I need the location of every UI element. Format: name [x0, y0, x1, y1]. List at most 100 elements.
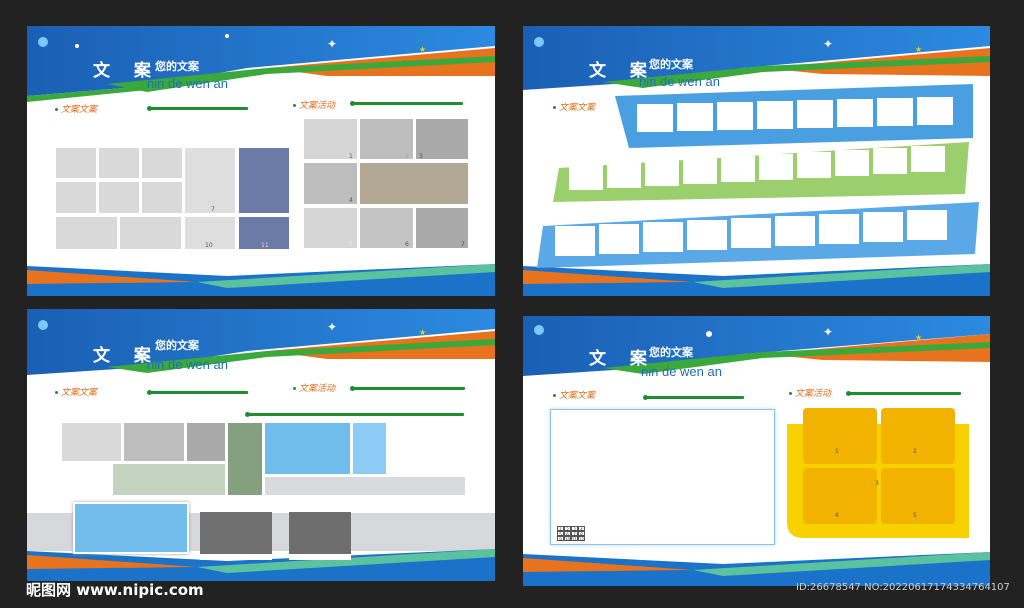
photo-slot: [304, 163, 357, 204]
panel-2-subtitle: 您的文案: [649, 58, 693, 71]
film-frame: [797, 100, 833, 128]
photo-slot: [881, 408, 955, 464]
mini-grid-cell: 2: [564, 526, 571, 532]
image-id: ID:26678547 NO:20220617174334764107: [796, 582, 1010, 593]
photo-slot: [304, 208, 357, 248]
photo-slot: [124, 423, 184, 461]
svg-text:✦: ✦: [327, 37, 337, 51]
panel-3-green-line-left: [147, 390, 248, 395]
photo-slot: [99, 148, 139, 178]
svg-text:★: ★: [915, 333, 922, 342]
svg-text:✦: ✦: [823, 325, 833, 339]
panel-3-green-line-center: [245, 412, 464, 417]
mini-grid-cell: 12: [578, 536, 585, 542]
panel-2-label-left: 文案文案: [553, 100, 595, 113]
film-frame: [757, 101, 793, 129]
slot-number: 3: [875, 480, 879, 487]
film-frame: [835, 150, 869, 176]
film-frame: [687, 220, 727, 250]
mini-grid-cell: 7: [571, 531, 578, 537]
photo-slot: [56, 148, 96, 178]
panel-4-subtitle: 您的文案: [649, 346, 693, 359]
large-text-area: 1 2 3 4 5 6 7 8 9 10 11 12: [550, 409, 775, 545]
panel-1-subtitle: 您的文案: [155, 60, 199, 73]
slot-number: 1: [835, 448, 839, 455]
photo-slot: [803, 468, 877, 524]
film-frame: [643, 222, 683, 252]
film-frame: [717, 102, 753, 130]
slot-number: 4: [349, 197, 353, 204]
photo-slot: [200, 506, 272, 560]
panel-2: ✦ ★ 文 案 您的文案 nin de wen an 文案文案: [523, 26, 990, 296]
photo-slot: [360, 208, 413, 248]
panel-4-title: 文 案: [589, 349, 656, 369]
film-frame: [837, 99, 873, 127]
mini-grid-cell: 1: [557, 526, 564, 532]
panel-4-label-right-text: 文案活动: [795, 389, 832, 399]
panel-2-pinyin: nin de wen an: [639, 74, 720, 89]
photo-slot: [142, 148, 182, 178]
mini-grid-cell: 5: [557, 531, 564, 537]
panel-4-label-left-text: 文案文案: [559, 391, 596, 401]
panel-1-label-left-text: 文案文案: [61, 105, 98, 115]
slot-number: 1: [349, 153, 353, 160]
panel-1-green-line-right: [350, 101, 463, 106]
panel-4-label-right: 文案活动: [789, 386, 831, 399]
photo-slot: [360, 119, 413, 159]
panel-1-green-line-left: [147, 106, 248, 111]
film-frame: [797, 152, 831, 178]
svg-text:★: ★: [915, 45, 922, 54]
mini-grid-cell: 10: [564, 536, 571, 542]
photo-slot: [56, 182, 96, 213]
panel-1-title: 文 案: [93, 61, 160, 81]
panel-3-label-right-text: 文案活动: [299, 384, 336, 394]
film-frame: [775, 216, 815, 246]
photo-slot: [99, 182, 139, 213]
film-frame: [759, 154, 793, 180]
mini-grid-cell: 3: [571, 526, 578, 532]
panel-2-title: 文 案: [589, 61, 656, 81]
mini-grid-cell: 6: [564, 531, 571, 537]
photo-slot: [62, 423, 121, 461]
panel-1-label-right: 文案活动: [293, 98, 335, 111]
photo-slot: [239, 217, 289, 249]
film-frame: [877, 98, 913, 126]
slot-number: 4: [835, 512, 839, 519]
slot-number: 6: [405, 241, 409, 248]
photo-slot: [304, 119, 357, 159]
panel-1-label-right-text: 文案活动: [299, 101, 336, 111]
panel-3-subtitle: 您的文案: [155, 339, 199, 352]
photo-slot: [142, 182, 182, 213]
photo-slot: [228, 423, 262, 495]
panel-1-pinyin: nin de wen an: [147, 76, 228, 91]
photo-slot: [239, 148, 289, 213]
slot-number: 10: [205, 242, 213, 249]
photo-slot: [185, 217, 235, 249]
photo-slot: [185, 148, 235, 213]
panel-3-pinyin: nin de wen an: [147, 357, 228, 372]
panel-3-label-right: 文案活动: [293, 381, 335, 394]
panel-1-header-background: ✦ ★: [27, 26, 495, 296]
slot-number: 11: [261, 242, 269, 249]
panel-4-label-left: 文案文案: [553, 388, 595, 401]
photo-slot: [803, 408, 877, 464]
film-frame: [637, 104, 673, 132]
film-frame: [873, 148, 907, 174]
photo-slot: [265, 423, 350, 474]
slot-number: 7: [461, 241, 465, 248]
photo-slot: [73, 502, 189, 554]
film-frame: [645, 160, 679, 186]
film-frame: [599, 224, 639, 254]
panel-4-green-line-left: [643, 395, 744, 400]
panel-2-label-left-text: 文案文案: [559, 103, 596, 113]
slot-number: 3: [419, 153, 423, 160]
photo-slot: [289, 506, 351, 560]
film-frame: [731, 218, 771, 248]
panel-1-label-left: 文案文案: [55, 102, 97, 115]
film-frame: [907, 210, 947, 240]
watermark-logo: 昵图网 www.nipic.com: [26, 581, 204, 599]
photo-slot: [113, 464, 225, 495]
slot-number: 2: [405, 153, 409, 160]
panel-3-label-left: 文案文案: [55, 385, 97, 398]
svg-text:✦: ✦: [327, 320, 337, 334]
